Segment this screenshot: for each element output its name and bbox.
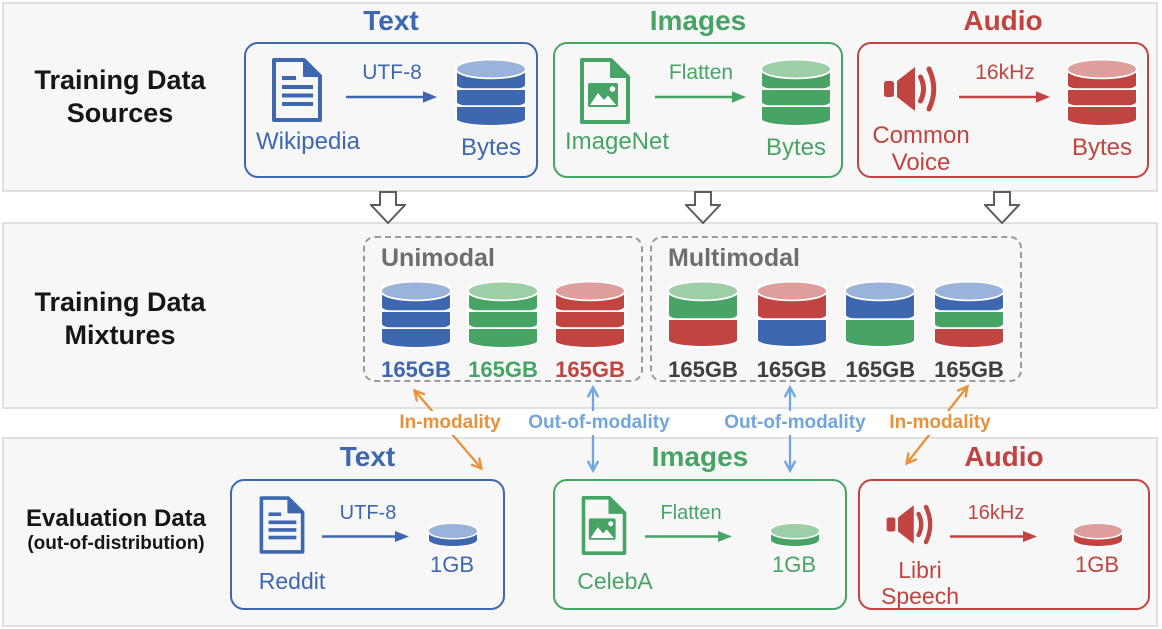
mixture-cylinder: 165GB bbox=[930, 280, 1008, 382]
evaluation-label-line1: Evaluation Data bbox=[25, 505, 207, 532]
images-evaluation-box: CelebA Flatten 1GB bbox=[553, 479, 847, 610]
audio-source-box: Common Voice 16kHz Bytes bbox=[857, 42, 1149, 178]
output-label: Bytes bbox=[765, 134, 827, 161]
speaker-icon bbox=[884, 499, 940, 555]
mixture-size-label: 165GB bbox=[555, 357, 625, 382]
image-file-icon bbox=[579, 495, 629, 561]
unimodal-cylinder-row: 165GB 165GB 165GB bbox=[377, 280, 629, 382]
text-evaluation-box: Reddit UTF-8 1GB bbox=[230, 479, 505, 610]
database-cylinder-icon bbox=[664, 280, 742, 356]
text-source-box: Wikipedia UTF-8 Bytes bbox=[244, 42, 538, 178]
source-name: Common Voice bbox=[872, 122, 970, 176]
evaluation-data-panel bbox=[2, 437, 1158, 627]
multimodal-title: Multimodal bbox=[668, 244, 800, 272]
transform-label: Flatten bbox=[660, 502, 722, 524]
block-down-arrow-icon bbox=[982, 191, 1022, 229]
in-modality-label: In-modality bbox=[884, 411, 996, 435]
source-name: Reddit bbox=[258, 568, 326, 594]
mixture-size-label: 165GB bbox=[934, 357, 1004, 382]
mixture-cylinder: 165GB bbox=[377, 280, 455, 382]
out-of-modality-label: Out-of-modality bbox=[719, 411, 871, 435]
database-cylinder-icon bbox=[377, 280, 455, 356]
database-cylinder-icon bbox=[930, 280, 1008, 356]
mixture-cylinder: 165GB bbox=[551, 280, 629, 382]
out-of-modality-label: Out-of-modality bbox=[523, 411, 675, 435]
mixture-size-label: 165GB bbox=[845, 357, 916, 382]
evaluation-audio-title: Audio bbox=[964, 441, 1044, 472]
mixture-size-label: 165GB bbox=[381, 357, 451, 382]
database-cylinder-icon bbox=[551, 280, 629, 356]
transform-label: UTF-8 bbox=[339, 502, 397, 524]
database-cylinder-icon bbox=[753, 280, 831, 356]
transform-label: UTF-8 bbox=[362, 61, 422, 84]
unimodal-mixture-group: Unimodal 165GB 165GB 165GB bbox=[363, 236, 643, 382]
image-file-icon bbox=[577, 57, 633, 130]
block-down-arrow-icon bbox=[368, 191, 408, 229]
right-arrow-icon bbox=[320, 530, 412, 548]
transform-label: Flatten bbox=[668, 61, 734, 84]
database-cylinder-icon bbox=[757, 58, 835, 135]
multimodal-mixture-group: Multimodal 165GB 165GB 165GB 165GB bbox=[650, 236, 1022, 382]
mixture-size-label: 165GB bbox=[668, 357, 738, 382]
audio-evaluation-box: Libri Speech 16kHz 1GB bbox=[858, 479, 1150, 610]
mixture-size-label: 165GB bbox=[468, 357, 538, 382]
database-disc-icon bbox=[425, 521, 481, 558]
transform-label: 16kHz bbox=[975, 61, 1035, 84]
evaluation-text-title: Text bbox=[339, 441, 396, 472]
database-disc-icon bbox=[1070, 521, 1126, 558]
evaluation-label-line2: (out-of-distribution) bbox=[27, 533, 205, 554]
database-cylinder-icon bbox=[452, 58, 530, 135]
source-name: Wikipedia bbox=[255, 128, 361, 155]
output-label: Bytes bbox=[1071, 134, 1133, 161]
database-cylinder-icon bbox=[464, 280, 542, 356]
mixture-size-label: 165GB bbox=[756, 357, 827, 382]
in-modality-label: In-modality bbox=[394, 411, 506, 435]
document-icon bbox=[268, 57, 326, 128]
mixture-cylinder: 165GB bbox=[841, 280, 919, 382]
right-arrow-icon bbox=[344, 90, 440, 109]
images-source-box: ImageNet Flatten Bytes bbox=[553, 42, 843, 178]
source-name: Libri Speech bbox=[880, 557, 959, 609]
transform-label: 16kHz bbox=[967, 502, 1025, 524]
right-arrow-icon bbox=[957, 90, 1053, 109]
output-label: 1GB bbox=[771, 552, 817, 577]
speaker-icon bbox=[881, 60, 945, 123]
sources-images-title: Images bbox=[649, 5, 747, 36]
sources-label-line1: Training Data bbox=[34, 65, 206, 95]
output-label: 1GB bbox=[1074, 552, 1120, 577]
right-arrow-icon bbox=[653, 90, 749, 109]
database-cylinder-icon bbox=[1063, 58, 1141, 135]
database-cylinder-icon bbox=[841, 280, 919, 356]
source-name: CelebA bbox=[577, 568, 653, 594]
sources-audio-title: Audio bbox=[963, 5, 1043, 36]
mixture-cylinder: 165GB bbox=[464, 280, 542, 382]
sources-panel-label: Training Data Sources bbox=[18, 64, 222, 130]
evaluation-images-title: Images bbox=[651, 441, 749, 472]
database-disc-icon bbox=[767, 521, 823, 558]
multimodal-cylinder-row: 165GB 165GB 165GB 165GB bbox=[664, 280, 1008, 382]
unimodal-title: Unimodal bbox=[381, 244, 495, 272]
mixtures-label-line2: Mixtures bbox=[64, 320, 176, 350]
sources-text-title: Text bbox=[363, 5, 419, 36]
mixture-cylinder: 165GB bbox=[753, 280, 831, 382]
block-down-arrow-icon bbox=[683, 191, 723, 229]
sources-label-line2: Sources bbox=[66, 98, 174, 128]
output-label: Bytes bbox=[460, 134, 522, 161]
mixture-cylinder: 165GB bbox=[664, 280, 742, 382]
output-label: 1GB bbox=[429, 552, 475, 577]
mixtures-panel-label: Training Data Mixtures bbox=[18, 286, 222, 352]
right-arrow-icon bbox=[643, 530, 735, 548]
mixtures-label-line1: Training Data bbox=[34, 287, 206, 317]
evaluation-panel-label: Evaluation Data (out-of-distribution) bbox=[8, 505, 224, 555]
right-arrow-icon bbox=[948, 530, 1040, 548]
document-icon bbox=[256, 495, 308, 560]
source-name: ImageNet bbox=[564, 128, 670, 155]
